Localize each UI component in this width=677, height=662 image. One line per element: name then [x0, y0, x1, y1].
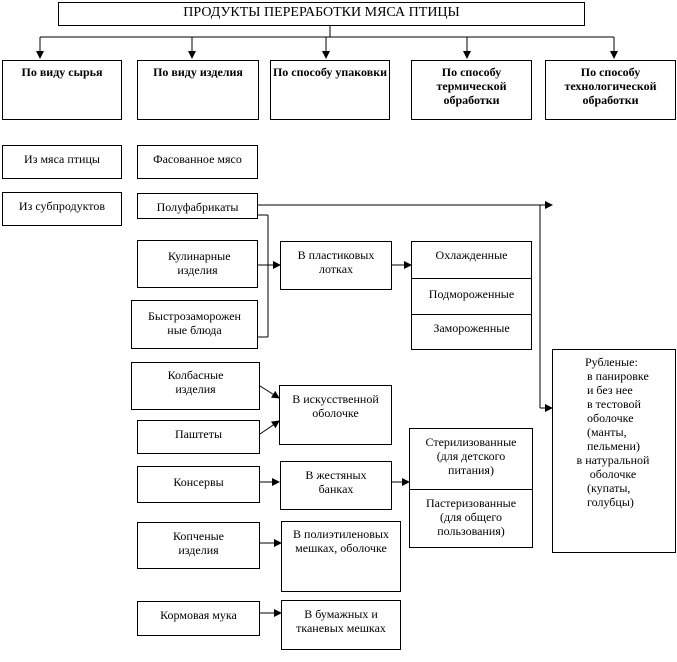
packaging-item-tin-cans: В жестяных банках	[280, 461, 392, 510]
technological-natural-examples: (купаты, голубцы)	[587, 481, 634, 509]
technological-box: Рубленые: в панировке и без нее в тестов…	[552, 349, 676, 553]
product-item-feed-meal: Кормовая мука	[137, 601, 260, 636]
category-product: По виду изделия	[137, 60, 259, 120]
technological-dough: в тестовой оболочке	[587, 397, 641, 425]
category-thermal: По способу термической обработки	[411, 60, 532, 120]
product-item-smoked: Копченые изделия	[137, 522, 260, 569]
thermal-group-cold: Охлажденные Подмороженные Замороженные	[411, 241, 532, 350]
technological-natural: в натуральной оболочке	[576, 453, 650, 481]
product-item-culinary: Кулинарные изделия	[137, 240, 258, 288]
raw-item-poultry-meat: Из мяса птицы	[2, 145, 122, 179]
technological-breaded: в панировке	[587, 369, 649, 383]
technological-not-breaded: и без нее	[587, 383, 633, 397]
packaging-item-artificial-casing: В искусственной оболочке	[279, 385, 392, 445]
packaging-item-polyethylene: В полиэтиленовых мешках, оболочке	[281, 521, 401, 592]
thermal-item-sterilized: Стерилизованные (для детского питания)	[425, 435, 517, 477]
product-item-semi-finished: Полуфабрикаты	[137, 193, 258, 219]
packaging-item-paper-bags: В бумажных и тканевых мешках	[281, 600, 401, 650]
category-packaging: По способу упаковки	[270, 60, 390, 120]
product-item-canned: Консервы	[137, 466, 260, 503]
packaging-item-plastic-trays: В пластиковых лотках	[280, 241, 392, 290]
diagram-title: ПРОДУКТЫ ПЕРЕРАБОТКИ МЯСА ПТИЦЫ	[58, 2, 585, 26]
thermal-item-frozen: Замороженные	[412, 314, 531, 350]
thermal-item-supercooled: Подмороженные	[412, 278, 531, 314]
raw-item-byproducts: Из субпродуктов	[2, 192, 122, 226]
category-technological: По способу технологической обработки	[545, 60, 676, 120]
product-item-pates: Паштеты	[137, 420, 260, 454]
thermal-item-pasteurized: Пастеризованные (для общего пользования)	[410, 489, 532, 549]
technological-heading: Рубленые:	[585, 355, 638, 369]
category-raw: По виду сырья	[2, 60, 122, 120]
thermal-group-heat: Стерилизованные (для детского питания) П…	[409, 428, 533, 548]
product-item-sausages: Колбасные изделия	[131, 362, 260, 410]
technological-dough-examples: (манты, пельмени)	[587, 425, 640, 453]
arrow-pates-to-casing	[259, 420, 280, 435]
thermal-item-chilled: Охлажденные	[435, 248, 508, 262]
product-item-packaged-meat: Фасованное мясо	[137, 145, 258, 179]
arrow-sausages-to-casing	[259, 385, 280, 399]
product-item-frozen-meals: Быстрозаморожен ные блюда	[131, 300, 258, 349]
